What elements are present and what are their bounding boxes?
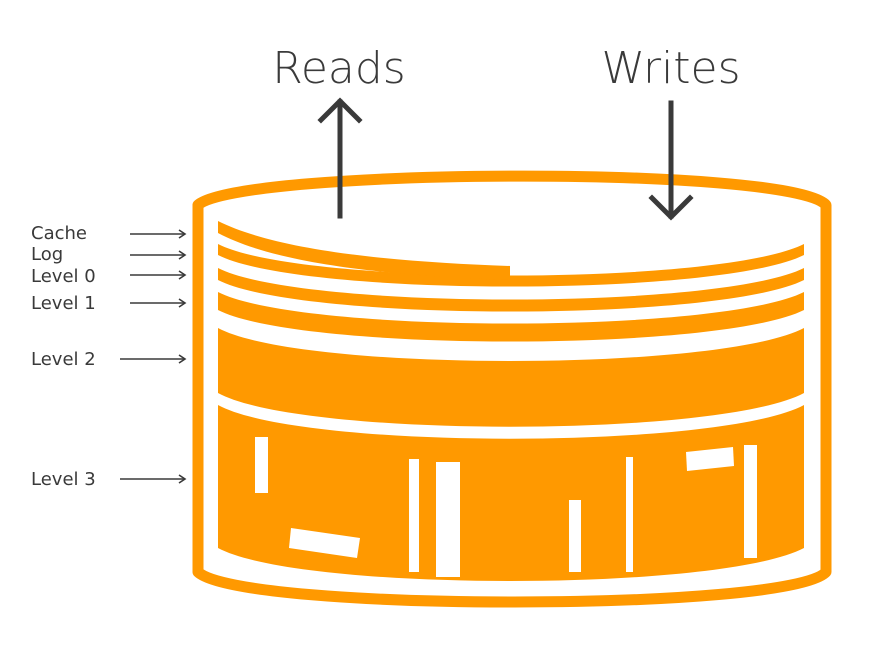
- level-2-band: [218, 328, 804, 427]
- level-3-fragment: [744, 445, 757, 558]
- label-level-2: Level 2: [31, 349, 96, 370]
- reads-arrow: [317, 97, 363, 219]
- reads-title: Reads: [272, 43, 405, 94]
- level-3-fragment: [626, 457, 633, 572]
- label-level-0: Level 0: [31, 266, 96, 287]
- pointer-level-3-arrow-icon: [120, 474, 187, 484]
- level-3-block: [218, 405, 804, 581]
- label-log: Log: [31, 244, 63, 265]
- writes-arrow: [648, 100, 694, 221]
- level-0-band: [218, 268, 804, 312]
- level-3-fragment: [436, 462, 460, 577]
- level-3-fragment: [569, 500, 581, 572]
- level-3-fragment: [409, 459, 419, 572]
- level-3-fragment: [289, 528, 360, 558]
- log-band: [218, 244, 804, 287]
- label-cache: Cache: [31, 223, 87, 244]
- label-level-1: Level 1: [31, 293, 96, 314]
- level-3-fragment: [255, 437, 268, 493]
- writes-title: Writes: [601, 43, 740, 94]
- pointer-log-arrow-icon: [130, 250, 187, 260]
- outer-cylinder: [192, 170, 832, 608]
- pointer-cache-arrow-icon: [130, 229, 187, 239]
- pointer-level-0-arrow-icon: [130, 270, 187, 280]
- label-level-3: Level 3: [31, 469, 96, 490]
- label-pointers: [120, 229, 187, 484]
- pointer-level-2-arrow-icon: [120, 354, 187, 364]
- level-1-band: [218, 292, 804, 342]
- cache-band: [218, 221, 510, 280]
- pointer-level-1-arrow-icon: [130, 298, 187, 308]
- level-3-fragment: [686, 447, 734, 471]
